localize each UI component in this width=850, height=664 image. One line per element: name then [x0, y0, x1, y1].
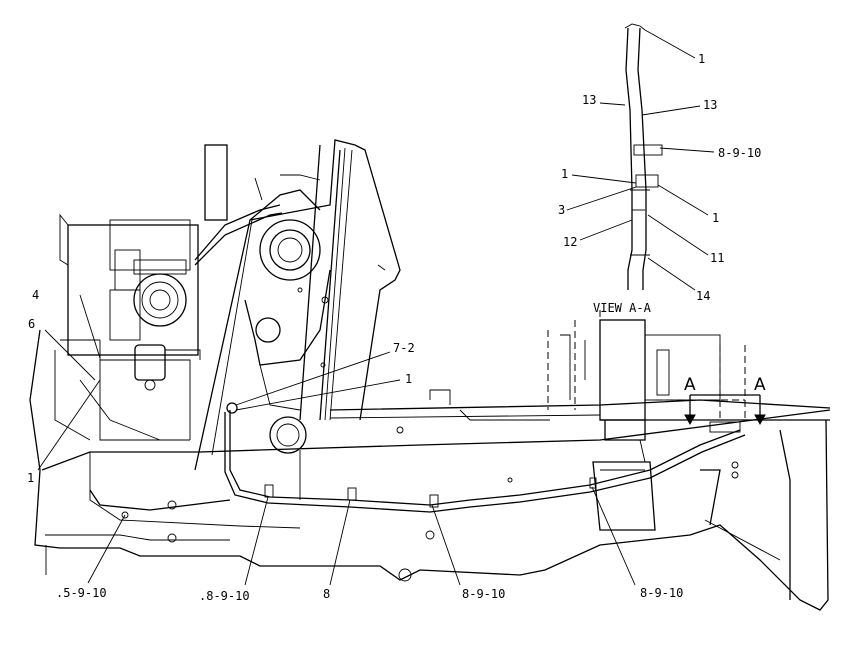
callout-8-9-10-mid: 8-9-10 — [462, 587, 505, 601]
callout-1-top: 1 — [698, 52, 705, 66]
callout-1-detail-left: 1 — [561, 167, 568, 181]
view-a-a-detail — [624, 23, 663, 290]
callout-5-9-10: .5-9-10 — [56, 586, 107, 600]
machine-drawing — [29, 139, 831, 611]
callout-11: 11 — [710, 251, 724, 265]
callout-8-9-10-left: .8-9-10 — [199, 589, 250, 603]
callout-labels: 1 13 13 8-9-10 1 3 1 12 11 14 VIEW A-A A… — [27, 52, 766, 603]
callout-6: 6 — [28, 317, 35, 331]
view-a-a-title: VIEW A-A — [593, 301, 652, 315]
callout-1-center: 1 — [405, 372, 412, 386]
leader-lines — [37, 29, 715, 586]
callout-8: 8 — [323, 587, 330, 601]
callout-4: 4 — [32, 288, 39, 302]
callout-1-left: 1 — [27, 471, 34, 485]
callout-12: 12 — [563, 235, 577, 249]
callout-3: 3 — [558, 203, 565, 217]
callout-14: 14 — [696, 289, 710, 303]
callout-13-right: 13 — [703, 98, 717, 112]
callout-8-9-10-right: 8-9-10 — [640, 586, 683, 600]
section-mark-a-left: A — [684, 375, 696, 395]
callout-13-left: 13 — [582, 93, 596, 107]
section-mark-a-right: A — [754, 375, 766, 395]
callout-8-9-10-detail: 8-9-10 — [718, 146, 761, 160]
callout-7-2: 7-2 — [393, 341, 415, 355]
callout-1-detail-right: 1 — [712, 211, 719, 225]
